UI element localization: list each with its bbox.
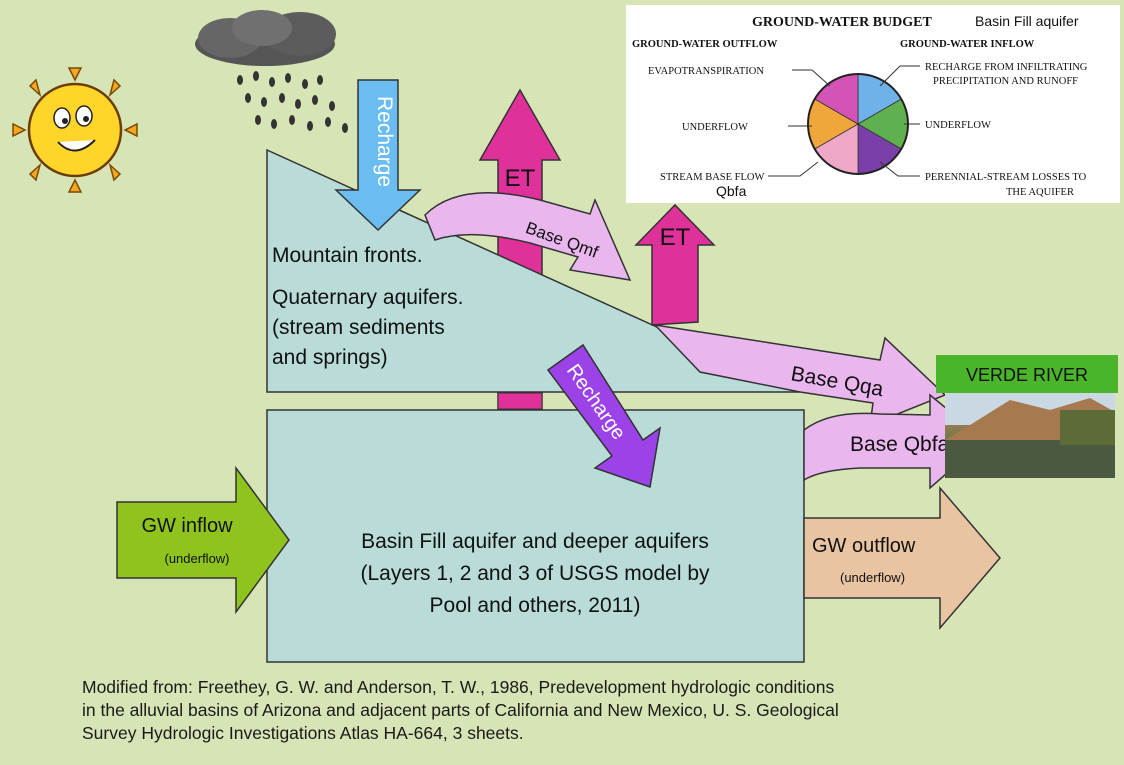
gw-outflow-label: GW outflow	[812, 535, 916, 557]
budget-left-label-2: UNDERFLOW	[682, 122, 748, 133]
budget-right-label-3b: THE AQUIFER	[1006, 187, 1074, 198]
citation-line-2: in the alluvial basins of Arizona and ad…	[82, 700, 839, 720]
budget-inflow-heading: GROUND-WATER INFLOW	[900, 39, 1035, 50]
basin-line-3: Pool and others, 2011)	[430, 594, 641, 617]
rain-cloud-icon	[195, 10, 348, 133]
basin-line-2: (Layers 1, 2 and 3 of USGS model by	[360, 562, 710, 585]
budget-outflow-heading: GROUND-WATER OUTFLOW	[632, 39, 778, 50]
budget-right-label-2: UNDERFLOW	[925, 120, 991, 131]
gw-inflow-label: GW inflow	[141, 515, 233, 537]
budget-title: GROUND-WATER BUDGET	[752, 15, 932, 30]
budget-leader-lines	[768, 65, 920, 177]
sun-icon	[12, 67, 138, 193]
citation-line-1: Modified from: Freethey, G. W. and Ander…	[82, 677, 835, 697]
mountain-line-3: (stream sediments	[272, 316, 445, 339]
budget-title-suffix: Basin Fill aquifer	[975, 13, 1079, 29]
mountain-line-4: and springs)	[272, 346, 388, 369]
budget-left-label-1: EVAPOTRANSPIRATION	[648, 66, 764, 77]
et-left-label: ET	[505, 165, 536, 192]
budget-right-label-1b: PRECIPITATION AND RUNOFF	[933, 76, 1078, 87]
budget-left-extra: Qbfa	[716, 183, 747, 199]
citation-line-3: Survey Hydrologic Investigations Atlas H…	[82, 723, 524, 743]
recharge-middle-arrow	[546, 343, 662, 488]
et-right-label: ET	[660, 224, 691, 251]
et-right-arrow	[634, 203, 716, 326]
gw-outflow-sub: (underflow)	[840, 570, 905, 585]
recharge-top-label: Recharge	[373, 96, 396, 187]
mountain-line-1: Mountain fronts.	[272, 244, 423, 267]
base-qbfa-label: Base Qbfa	[850, 433, 950, 456]
gw-outflow-arrow	[803, 485, 1001, 631]
basin-line-1: Basin Fill aquifer and deeper aquifers	[361, 530, 709, 553]
gw-inflow-arrow	[116, 465, 290, 615]
citation: Modified from: Freethey, G. W. and Ander…	[82, 676, 1082, 745]
budget-pie-chart	[807, 73, 909, 175]
verde-river-photo	[945, 393, 1115, 478]
base-qmf-arrow	[424, 192, 632, 281]
gw-inflow-sub: (underflow)	[164, 551, 229, 566]
budget-right-label-1: RECHARGE FROM INFILTRATING	[925, 62, 1088, 73]
mountain-line-2: Quaternary aquifers.	[272, 286, 463, 309]
recharge-top-arrow	[334, 79, 422, 232]
basin-fill-aquifer-box	[266, 409, 805, 663]
et-left-arrow-shaft	[497, 392, 543, 410]
verde-river-label: VERDE RIVER	[966, 365, 1088, 385]
budget-right-label-3: PERENNIAL-STREAM LOSSES TO	[925, 172, 1087, 183]
verde-river-label-box	[936, 355, 1118, 393]
groundwater-budget-inset: GROUND-WATER BUDGET Basin Fill aquifer G…	[626, 5, 1120, 203]
budget-left-label-3: STREAM BASE FLOW	[660, 172, 765, 183]
